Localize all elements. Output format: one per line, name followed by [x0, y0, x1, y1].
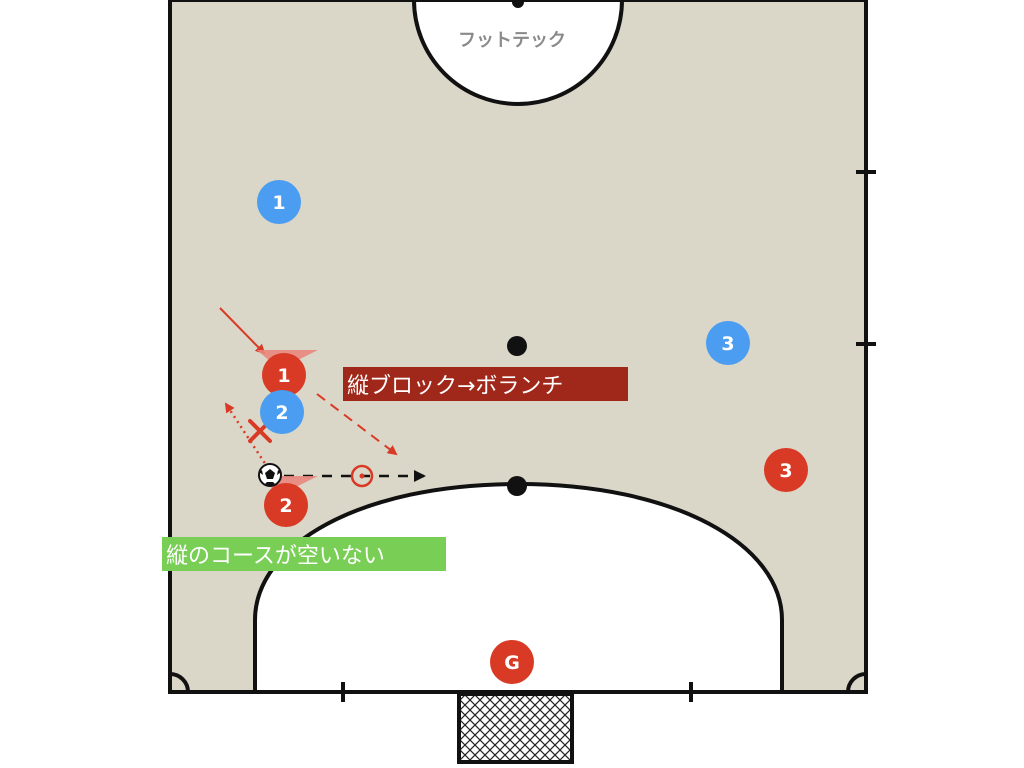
- penalty-spot: [507, 476, 527, 496]
- attacker-3-number: 3: [779, 460, 792, 482]
- soccer-ball-icon[interactable]: [258, 463, 282, 487]
- second-penalty-spot: [507, 336, 527, 356]
- target-circle-icon: [350, 464, 374, 488]
- defender-1[interactable]: 1: [257, 180, 301, 224]
- goal-net-icon: [457, 692, 574, 764]
- press-run-arrow: [219, 307, 266, 355]
- corner-arc-left: [169, 672, 190, 693]
- defender-2[interactable]: 2: [260, 390, 304, 434]
- defender-1-number: 1: [272, 192, 285, 214]
- attacker-1[interactable]: 1: [262, 353, 306, 397]
- attacker-2[interactable]: 2: [264, 483, 308, 527]
- attacker-1-number: 1: [277, 365, 290, 387]
- defender-3-number: 3: [721, 333, 734, 355]
- corner-arc-right: [846, 672, 867, 693]
- attacker-2-number: 2: [279, 495, 292, 517]
- blocked-pass-line: [224, 402, 270, 469]
- label-vertical-closed-text: 縦のコースが空いない: [166, 544, 385, 569]
- label-vertical-block: 縦ブロック→ボランチ: [343, 367, 628, 401]
- goalkeeper-label: G: [504, 652, 520, 674]
- center-spot: [512, 0, 524, 8]
- goalkeeper[interactable]: G: [490, 640, 534, 684]
- defender-2-number: 2: [275, 402, 288, 424]
- attacker-3[interactable]: 3: [764, 448, 808, 492]
- center-circle: [411, 0, 625, 106]
- label-vertical-block-text: 縦ブロック→ボランチ: [347, 374, 563, 399]
- label-vertical-closed: 縦のコースが空いない: [162, 537, 446, 571]
- defender-3[interactable]: 3: [706, 321, 750, 365]
- court-brand: フットテック: [458, 30, 566, 51]
